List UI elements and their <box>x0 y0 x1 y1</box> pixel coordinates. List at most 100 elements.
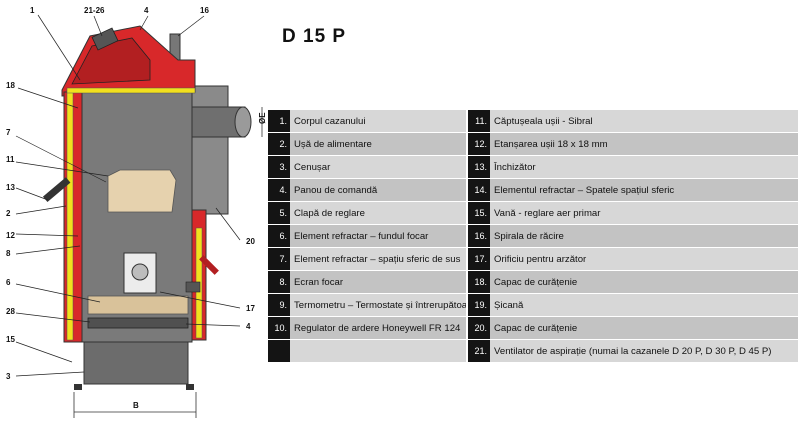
callout-21-26: 21-26 <box>84 6 105 15</box>
callout-2: 2 <box>6 209 11 218</box>
legend-number-left: 1. <box>268 110 290 133</box>
callout-13: 13 <box>6 183 15 192</box>
legend-number-right: 18. <box>468 270 490 294</box>
legend-number-right: 21. <box>468 339 490 363</box>
legend-gap <box>466 293 468 317</box>
legend-label-right: Ventilator de aspirație (numai la cazane… <box>490 339 798 363</box>
legend-number-left: 5. <box>268 201 290 225</box>
ash-pan <box>83 341 189 385</box>
legend-label-left: Clapă de reglare <box>290 201 466 225</box>
primary-air-valve <box>185 281 201 293</box>
legend-label-right: Etanșarea ușii 18 x 18 mm <box>490 132 798 156</box>
yellow-frame-top <box>66 87 196 94</box>
legend-label-right: Vană - reglare aer primar <box>490 201 798 225</box>
base-foot-right <box>186 384 194 390</box>
legend-number-right: 13. <box>468 155 490 179</box>
legend-gap <box>466 316 468 340</box>
callout-7: 7 <box>6 128 11 137</box>
legend-number-right: 16. <box>468 224 490 248</box>
legend-gap <box>466 132 468 156</box>
burner-port <box>131 263 149 281</box>
legend-number-left: 9. <box>268 293 290 317</box>
model-title: D 15 P <box>282 26 347 47</box>
callout-18: 18 <box>6 81 15 90</box>
callout-6: 6 <box>6 278 11 287</box>
legend-gap <box>466 247 468 271</box>
legend-label-left: Corpul cazanului <box>290 110 466 133</box>
legend-label-left <box>290 339 466 363</box>
legend-label-left: Termometru – Termostate și întrerupătoar… <box>290 293 466 317</box>
legend-gap <box>466 224 468 248</box>
dimension-b-label: B <box>133 401 139 410</box>
legend-number-right: 17. <box>468 247 490 271</box>
rear-lever <box>199 255 219 275</box>
callout-8: 8 <box>6 249 11 258</box>
leader-lines <box>15 14 241 377</box>
boiler-cross-section-diagram: B ØE 1 21-26 4 16 18 7 11 13 2 12 8 6 28… <box>6 6 267 418</box>
legend-label-right: Capac de curățenie <box>490 316 798 340</box>
legend-gap <box>466 155 468 179</box>
legend-label-right: Căptușeala ușii - Sibral <box>490 110 798 133</box>
legend-number-right: 19. <box>468 293 490 317</box>
door-handle <box>42 177 71 202</box>
legend-number-left: 6. <box>268 224 290 248</box>
legend-number-left: 7. <box>268 247 290 271</box>
legend-label-left: Panou de comandă <box>290 178 466 202</box>
callout-17: 17 <box>246 304 255 313</box>
legend-label-right: Șicană <box>490 293 798 317</box>
legend-number-left: 8. <box>268 270 290 294</box>
callout-4-bottom: 4 <box>246 322 251 331</box>
legend-gap <box>466 270 468 294</box>
callout-12: 12 <box>6 231 15 240</box>
base-foot-left <box>74 384 82 390</box>
legend-label-right: Elementul refractar – Spatele spațiul sf… <box>490 178 798 202</box>
legend-label-left: Regulator de ardere Honeywell FR 124 <box>290 316 466 340</box>
callout-16: 16 <box>200 6 209 15</box>
legend-label-left: Cenușar <box>290 155 466 179</box>
legend-number-right: 11. <box>468 110 490 133</box>
callout-20: 20 <box>246 237 255 246</box>
legend-number-left <box>268 339 290 363</box>
legend-row: 21.Ventilator de aspirație (numai la caz… <box>268 339 798 363</box>
legend-number-left: 3. <box>268 155 290 179</box>
legend-number-right: 15. <box>468 201 490 225</box>
legend-label-right: Capac de curățenie <box>490 270 798 294</box>
legend-number-right: 14. <box>468 178 490 202</box>
legend-row: 7.Element refractar – spațiu sferic de s… <box>268 247 798 271</box>
callout-11: 11 <box>6 155 15 164</box>
callout-3: 3 <box>6 372 11 381</box>
legend-number-right: 12. <box>468 132 490 156</box>
legend-label-left: Ecran focar <box>290 270 466 294</box>
flue-outlet <box>234 106 252 138</box>
legend-label-right: Închizător <box>490 155 798 179</box>
legend-gap <box>466 110 468 133</box>
legend-number-left: 2. <box>268 132 290 156</box>
legend-gap <box>466 201 468 225</box>
upper-refractory <box>107 169 177 213</box>
callout-15: 15 <box>6 335 15 344</box>
legend-row: 9.Termometru – Termostate și întrerupăto… <box>268 293 798 317</box>
legend-gap <box>466 178 468 202</box>
callout-4-top: 4 <box>144 6 149 15</box>
legend-number-right: 20. <box>468 316 490 340</box>
callout-1: 1 <box>30 6 35 15</box>
legend-label-right: Orificiu pentru arzător <box>490 247 798 271</box>
callout-28: 28 <box>6 307 15 316</box>
legend-gap <box>466 339 468 363</box>
legend-number-left: 10. <box>268 316 290 340</box>
bottom-refractory <box>87 295 189 315</box>
legend-label-left: Element refractar – spațiu sferic de sus <box>290 247 466 271</box>
control-panel <box>71 37 151 85</box>
grate <box>87 317 189 329</box>
yellow-frame-left <box>66 89 74 341</box>
legend-number-left: 4. <box>268 178 290 202</box>
